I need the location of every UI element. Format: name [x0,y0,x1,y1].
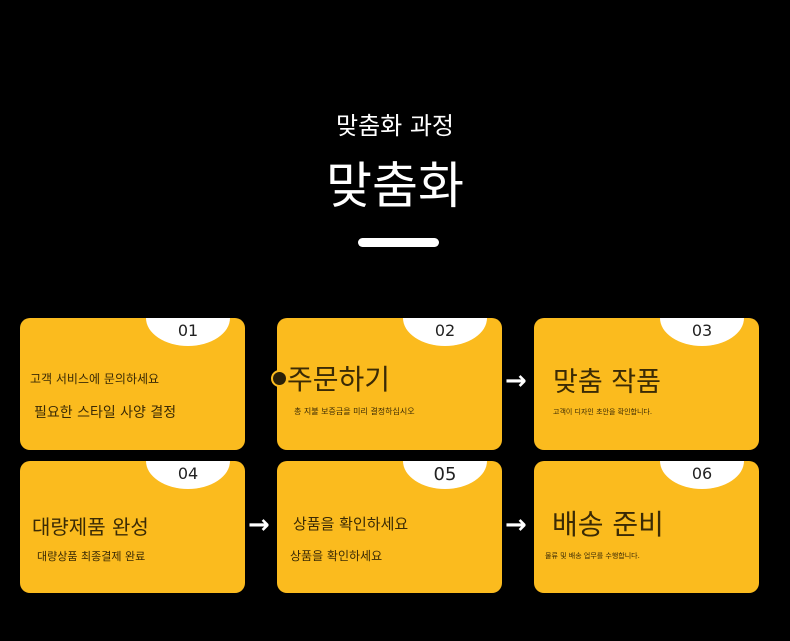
step-number: 01 [177,321,199,340]
step-number: 04 [177,464,199,483]
step-number: 03 [691,321,713,340]
step-desc: 고객이 디자인 초안을 확인합니다. [553,408,653,416]
step-number: 06 [691,464,713,483]
step-title: 고객 서비스에 문의하세요 [30,372,160,386]
connector-dot-icon [271,370,288,387]
step-card-6: 06 배송 준비 물류 및 배송 업무를 수행합니다. [534,461,759,593]
step-number: 02 [434,321,456,340]
step-card-2: 02 주문하기 총 지불 보증금을 미리 결정하십시오 [277,318,502,450]
arrow-right-icon: → [505,366,527,396]
step-title: 대량제품 완성 [32,515,149,539]
section-subtitle: 맞춤화 과정 [335,112,455,140]
step-title: 배송 준비 [552,508,664,541]
step-title: 맞춤 작품 [553,367,661,398]
step-title: 상품을 확인하세요 [293,515,409,533]
step-card-1: 01 고객 서비스에 문의하세요 필요한 스타일 사양 결정 [20,318,245,450]
page-title: 맞춤화 [326,157,464,215]
step-desc: 총 지불 보증금을 미리 결정하십시오 [294,407,415,416]
step-title: 주문하기 [287,363,391,396]
step-card-3: 03 맞춤 작품 고객이 디자인 초안을 확인합니다. [534,318,759,450]
step-card-5: 05 상품을 확인하세요 상품을 확인하세요 [277,461,502,593]
step-number: 05 [433,464,457,485]
step-card-4: 04 대량제품 완성 대량상품 최종결제 완료 [20,461,245,593]
title-underline [358,238,439,247]
step-desc: 물류 및 배송 업무를 수행합니다. [545,552,640,560]
step-desc: 상품을 확인하세요 [290,549,383,563]
arrow-right-icon: → [248,510,270,540]
arrow-right-icon: → [505,510,527,540]
step-desc: 대량상품 최종결제 완료 [37,550,146,563]
step-desc: 필요한 스타일 사양 결정 [34,405,177,421]
